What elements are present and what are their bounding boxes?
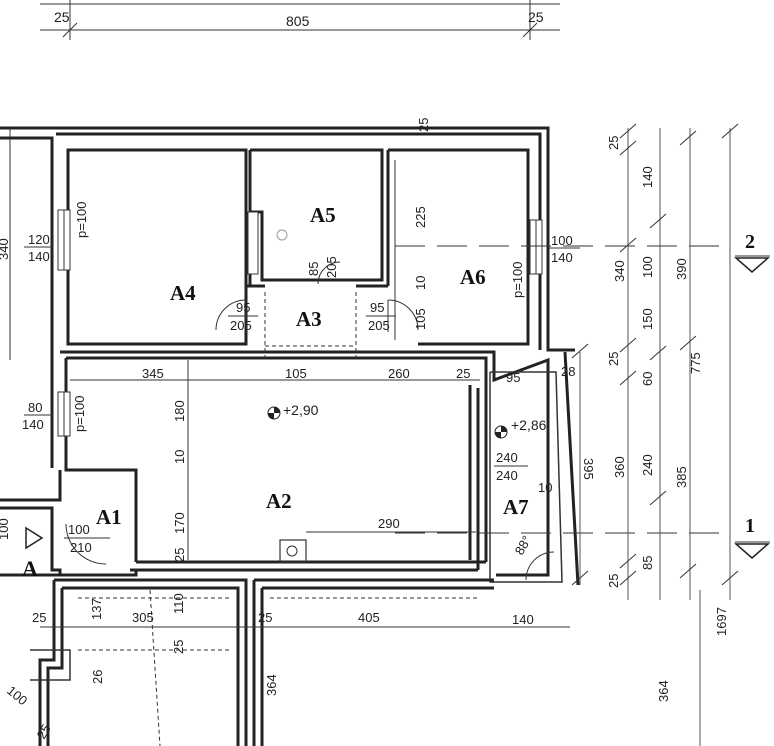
win-a2-h: 140: [22, 417, 44, 432]
dim-low-364: 364: [264, 674, 279, 696]
door-swings: [65, 261, 555, 581]
win-a6-p: p=100: [510, 261, 525, 298]
dim-a7-88: 88°: [512, 533, 535, 558]
door-a4-h: 205: [230, 318, 252, 333]
level-a2: +2,90: [283, 402, 319, 418]
dim-r-1697: 1697: [714, 607, 729, 636]
door-a5-h: 205: [324, 256, 339, 278]
dim-a2-105: 105: [285, 366, 307, 381]
win-a4-w: 120: [28, 232, 50, 247]
interior-dimensions: 225 10 105 345 105 260 25 180 10 170 25 …: [70, 160, 575, 562]
dim-top-left-25: 25: [54, 9, 70, 25]
fixtures: [276, 229, 307, 563]
dim-r-360: 360: [612, 456, 627, 478]
room-a3: A3: [296, 307, 322, 331]
dim-low-137: 137: [89, 598, 104, 620]
dim-r-150: 150: [640, 308, 655, 330]
dim-a6-10: 10: [413, 276, 428, 290]
section-2-label: 2: [745, 231, 755, 253]
door-a7-w: 240: [496, 450, 518, 465]
dim-r-240: 240: [640, 454, 655, 476]
dim-a2-25: 25: [456, 366, 470, 381]
win-a2-w: 80: [28, 400, 42, 415]
right-dimension-chains: 25 140 100 150 25 60 240 25 85 340 360 3…: [416, 118, 739, 746]
door-a6-h: 205: [368, 318, 390, 333]
door-a7-h: 240: [496, 468, 518, 483]
dim-low-140: 140: [512, 612, 534, 627]
win-a6-h: 140: [551, 250, 573, 265]
dim-low-305: 305: [132, 610, 154, 625]
dim-a6-225: 225: [413, 206, 428, 228]
dim-left-100: 100: [0, 518, 11, 540]
dim-r-60: 60: [640, 372, 655, 386]
dim-r-390: 390: [674, 258, 689, 280]
door-a5-w: 85: [306, 262, 321, 276]
dim-left-340: 340: [0, 238, 11, 260]
dim-a2-10: 10: [172, 450, 187, 464]
dim-top-25: 25: [416, 118, 431, 132]
dim-low-405: 405: [358, 610, 380, 625]
win-a2-p: p=100: [72, 395, 87, 432]
dim-low-26: 26: [90, 670, 105, 684]
room-a5: A5: [310, 203, 336, 227]
room-a2: A2: [266, 489, 292, 513]
room-a6: A6: [460, 265, 486, 289]
win-a4-h: 140: [28, 249, 50, 264]
section-markers: 2 1: [25, 231, 770, 559]
dim-a7-10: 10: [538, 480, 552, 495]
dim-a7-95: 95: [506, 370, 520, 385]
dim-low-110: 110: [171, 593, 186, 614]
dim-r-25b: 25: [606, 352, 621, 366]
dim-r-25: 25: [606, 136, 621, 150]
dim-a2-170: 170: [172, 512, 187, 534]
windows: [57, 209, 543, 437]
dim-r-385: 385: [674, 466, 689, 488]
dim-a7-395: 395: [581, 458, 596, 480]
dim-low-25d: 25: [34, 721, 54, 741]
level-a7: +2,86: [511, 417, 547, 433]
level-markers: +2,90 +2,86: [267, 402, 547, 439]
section-a-label: A: [22, 556, 38, 581]
door-a6-w: 95: [370, 300, 384, 315]
room-labels: A4 A5 A3 A6 A2 A7 A1 A: [22, 203, 529, 581]
door-a1-w: 100: [68, 522, 90, 537]
dim-r-140: 140: [640, 166, 655, 188]
window-labels: 120 140 p=100 80 140 p=100 100 140 p=100: [22, 201, 580, 432]
top-dimension-line: 25 805 25: [40, 0, 560, 40]
dim-a6-105: 105: [413, 308, 428, 330]
dim-a7-28: 28: [561, 364, 575, 379]
room-a4: A4: [170, 281, 196, 305]
section-1-label: 1: [745, 515, 755, 537]
dim-r-340: 340: [612, 260, 627, 282]
dim-r-25c: 25: [606, 574, 621, 588]
dim-a2-345: 345: [142, 366, 164, 381]
dim-a2-25b: 25: [172, 548, 187, 562]
dim-a2-290: 290: [378, 516, 400, 531]
door-labels: 95 205 85 205 95 205 100 210 240 240: [64, 256, 528, 555]
dim-r-364: 364: [656, 680, 671, 702]
win-a4-p: p=100: [74, 201, 89, 238]
dim-low-25c: 25: [171, 640, 186, 654]
dim-low-25: 25: [32, 610, 46, 625]
dim-low-100: 100: [4, 683, 30, 708]
dim-r-775: 775: [688, 352, 703, 374]
dim-top-805: 805: [286, 13, 310, 29]
dim-r-100: 100: [640, 256, 655, 278]
door-a4-w: 95: [236, 300, 250, 315]
dim-low-25b: 25: [258, 610, 272, 625]
win-a6-w: 100: [551, 233, 573, 248]
dim-r-85: 85: [640, 556, 655, 570]
dim-a2-180: 180: [172, 400, 187, 422]
lower-dimensions: 25 305 25 405 140 137 110 25 26 364 100 …: [4, 593, 570, 742]
left-dimensions: 340 100: [0, 128, 11, 540]
hidden-lines: [78, 292, 480, 746]
dim-top-right-25: 25: [528, 9, 544, 25]
room-a7: A7: [503, 495, 529, 519]
room-a1: A1: [96, 505, 122, 529]
door-a1-h: 210: [70, 540, 92, 555]
dim-a2-260: 260: [388, 366, 410, 381]
